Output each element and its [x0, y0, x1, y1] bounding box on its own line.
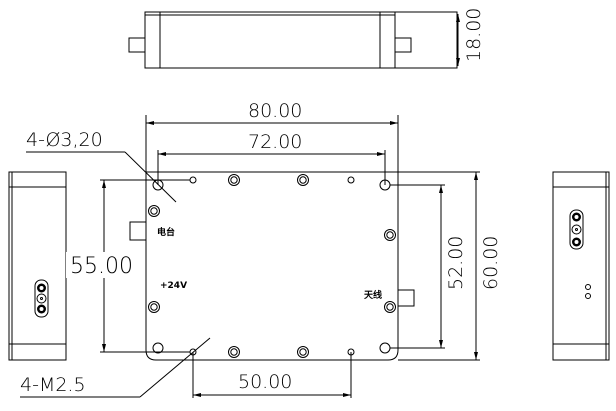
height-dimension: 18.00: [463, 8, 485, 62]
hole-spacing-y-left-dimension: 55.00: [70, 254, 133, 279]
connector: [569, 209, 584, 250]
width-outer-dimension: 80.00: [248, 100, 302, 122]
top-view: 18.00: [128, 8, 485, 69]
dimensions: 80.00 72.00 55.00 52.00 60.00 50.00 4-Ø3…: [20, 100, 502, 398]
power-label: +24V: [160, 281, 187, 291]
antenna-label: 天线: [364, 289, 382, 301]
right-side-view: [552, 171, 610, 361]
connector: [34, 279, 49, 318]
hole-spacing-y-right-dimension: 52.00: [445, 236, 467, 290]
hole-spacing-x-dimension: 72.00: [248, 131, 302, 153]
plan-view: 电台 +24V 天线: [129, 171, 415, 361]
thread-spacing-dimension: 50.00: [238, 371, 292, 393]
radio-port: [129, 221, 147, 241]
antenna-port: [397, 289, 415, 307]
through-hole-callout: 4-Ø3,20: [26, 129, 103, 151]
radio-label: 电台: [157, 226, 175, 238]
depth-outer-dimension: 60.00: [480, 236, 502, 290]
threaded-hole-callout: 4-M2.5: [20, 374, 86, 396]
left-side-view: [8, 171, 67, 361]
